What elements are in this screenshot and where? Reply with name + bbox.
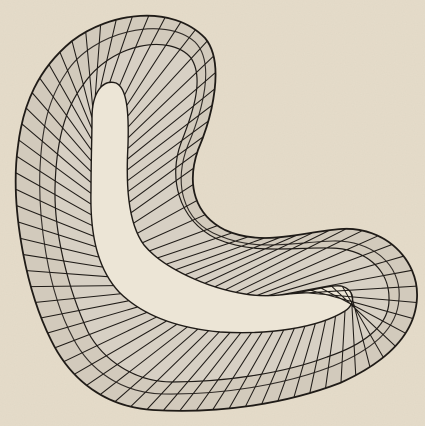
engraving-figure	[0, 0, 425, 426]
engraving-canvas	[0, 0, 425, 426]
